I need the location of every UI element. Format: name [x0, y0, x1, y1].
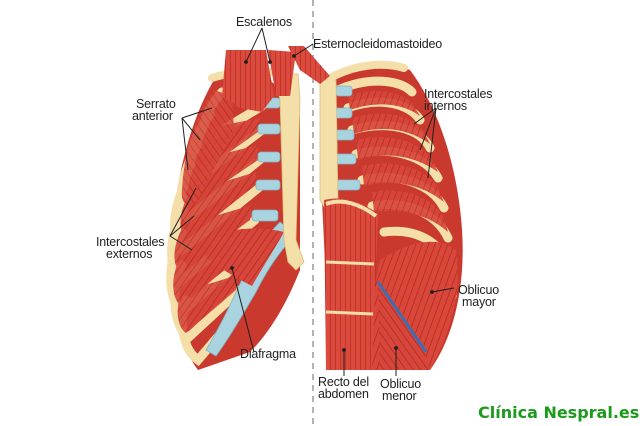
label-recto-line2: abdomen [318, 387, 369, 401]
label-esternocleidomastoideo: Esternocleidomastoideo [313, 37, 443, 51]
diaphragm-muscle [206, 228, 284, 286]
label-escalenos: Escalenos [236, 15, 292, 29]
leader-lines [169, 27, 455, 376]
label-oblicuo-mayor-line1: Oblicuo [458, 283, 499, 297]
label-serrato-line2: anterior [132, 109, 173, 123]
label-oblicuo-menor-line2: menor [382, 389, 417, 403]
label-intercostales-internos-line1: Intercostales [424, 87, 493, 101]
label-oblicuo-mayor-line2: mayor [462, 295, 496, 309]
label-diafragma: Diafragma [240, 347, 296, 361]
right-sternum [319, 79, 339, 211]
label-intercostales-externos-line2: externos [106, 247, 153, 261]
internal-oblique-fascia [376, 281, 428, 353]
right-intercostal-muscles [348, 91, 448, 232]
scalenes-muscle [222, 50, 274, 112]
right-clavicle [326, 60, 408, 82]
serratus-anterior-muscle [181, 90, 234, 206]
sternocleidomastoid-muscle [288, 46, 330, 84]
label-intercostales-externos-line1: Intercostales [96, 235, 165, 249]
left-thorax [166, 50, 305, 370]
label-serrato-line1: Serrato [136, 97, 176, 111]
label-oblicuo-menor-line1: Oblicuo [380, 377, 421, 391]
left-sternum [273, 73, 305, 271]
right-costal-cartilages [333, 85, 361, 191]
label-recto-line1: Recto del [318, 375, 370, 389]
right-thorax [288, 46, 463, 370]
watermark-text: Clínica Nespral.es [478, 403, 640, 422]
label-intercostales-internos-line2: internos [424, 99, 467, 113]
scalenes-muscle-2 [268, 50, 296, 96]
rectus-abdominis-muscle [324, 198, 378, 370]
